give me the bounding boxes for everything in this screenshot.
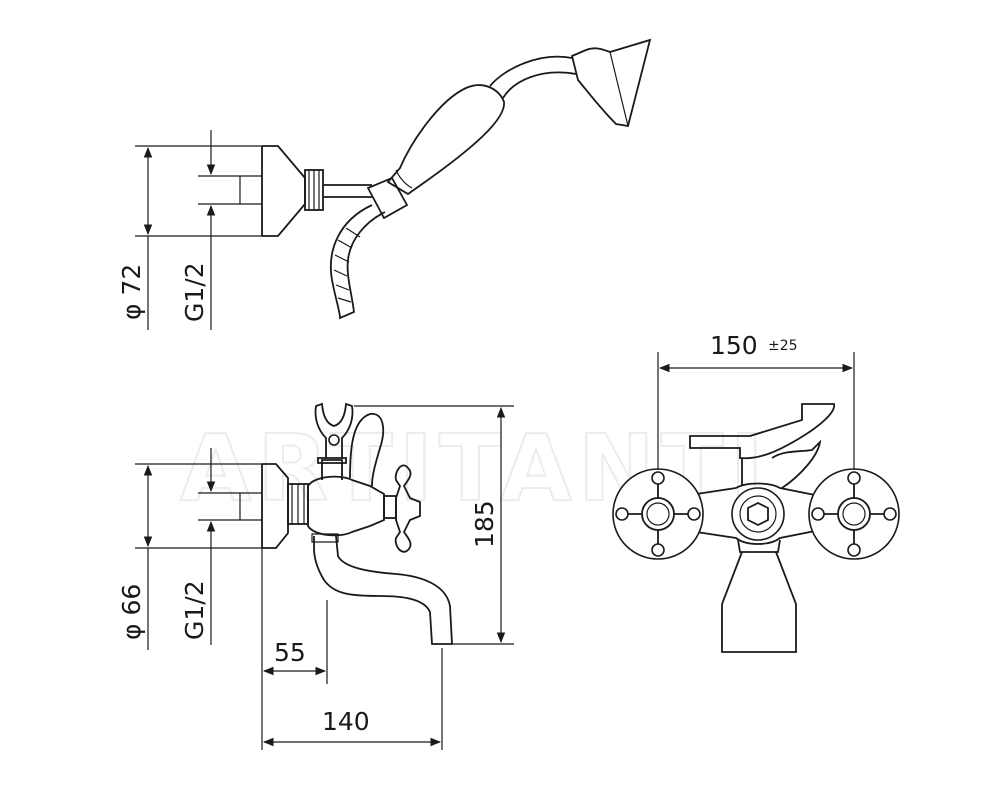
shower-wall-flange [261,145,306,237]
centers-tolerance-label: ±25 [768,338,798,354]
mixer-height-label: 185 [470,500,499,548]
front-diverter-neck [741,439,822,489]
centers-distance-label: 150 [710,331,758,360]
shower-diameter-label: φ 72 [117,264,146,320]
mixer-front-view: 150 ±25 [612,331,900,653]
shower-head [570,38,652,128]
mixer-thread-label: G1/2 [180,580,209,640]
left-cross-handle [626,482,690,546]
shower-neck [489,55,577,99]
cross-handle [394,464,421,553]
shower-set-view: φ 72 G1/2 [117,38,652,330]
diverter-column [317,457,347,480]
diverter-lever [349,413,385,487]
shower-holder [366,176,409,220]
shower-inlet-pipe [239,175,262,205]
mixer-side-view: φ 66 G1/2 185 55 140 [117,402,514,750]
mixer-diameter-label: φ 66 [117,584,146,640]
front-spout [721,539,797,653]
shower-hose [329,204,386,320]
mixer-spout [313,535,453,645]
right-cross-handle [822,482,886,546]
mixer-inlet-pipe [239,492,262,521]
mixer-body [307,475,385,537]
shower-arm [323,184,372,198]
shower-thread-label: G1/2 [180,262,209,322]
shower-handle [386,84,505,196]
spout-offset-label: 55 [274,638,306,667]
front-lever [689,403,835,460]
hand-shower-holder [314,402,354,458]
hex-socket-icon [747,501,769,527]
mixer-depth-label: 140 [322,707,370,736]
